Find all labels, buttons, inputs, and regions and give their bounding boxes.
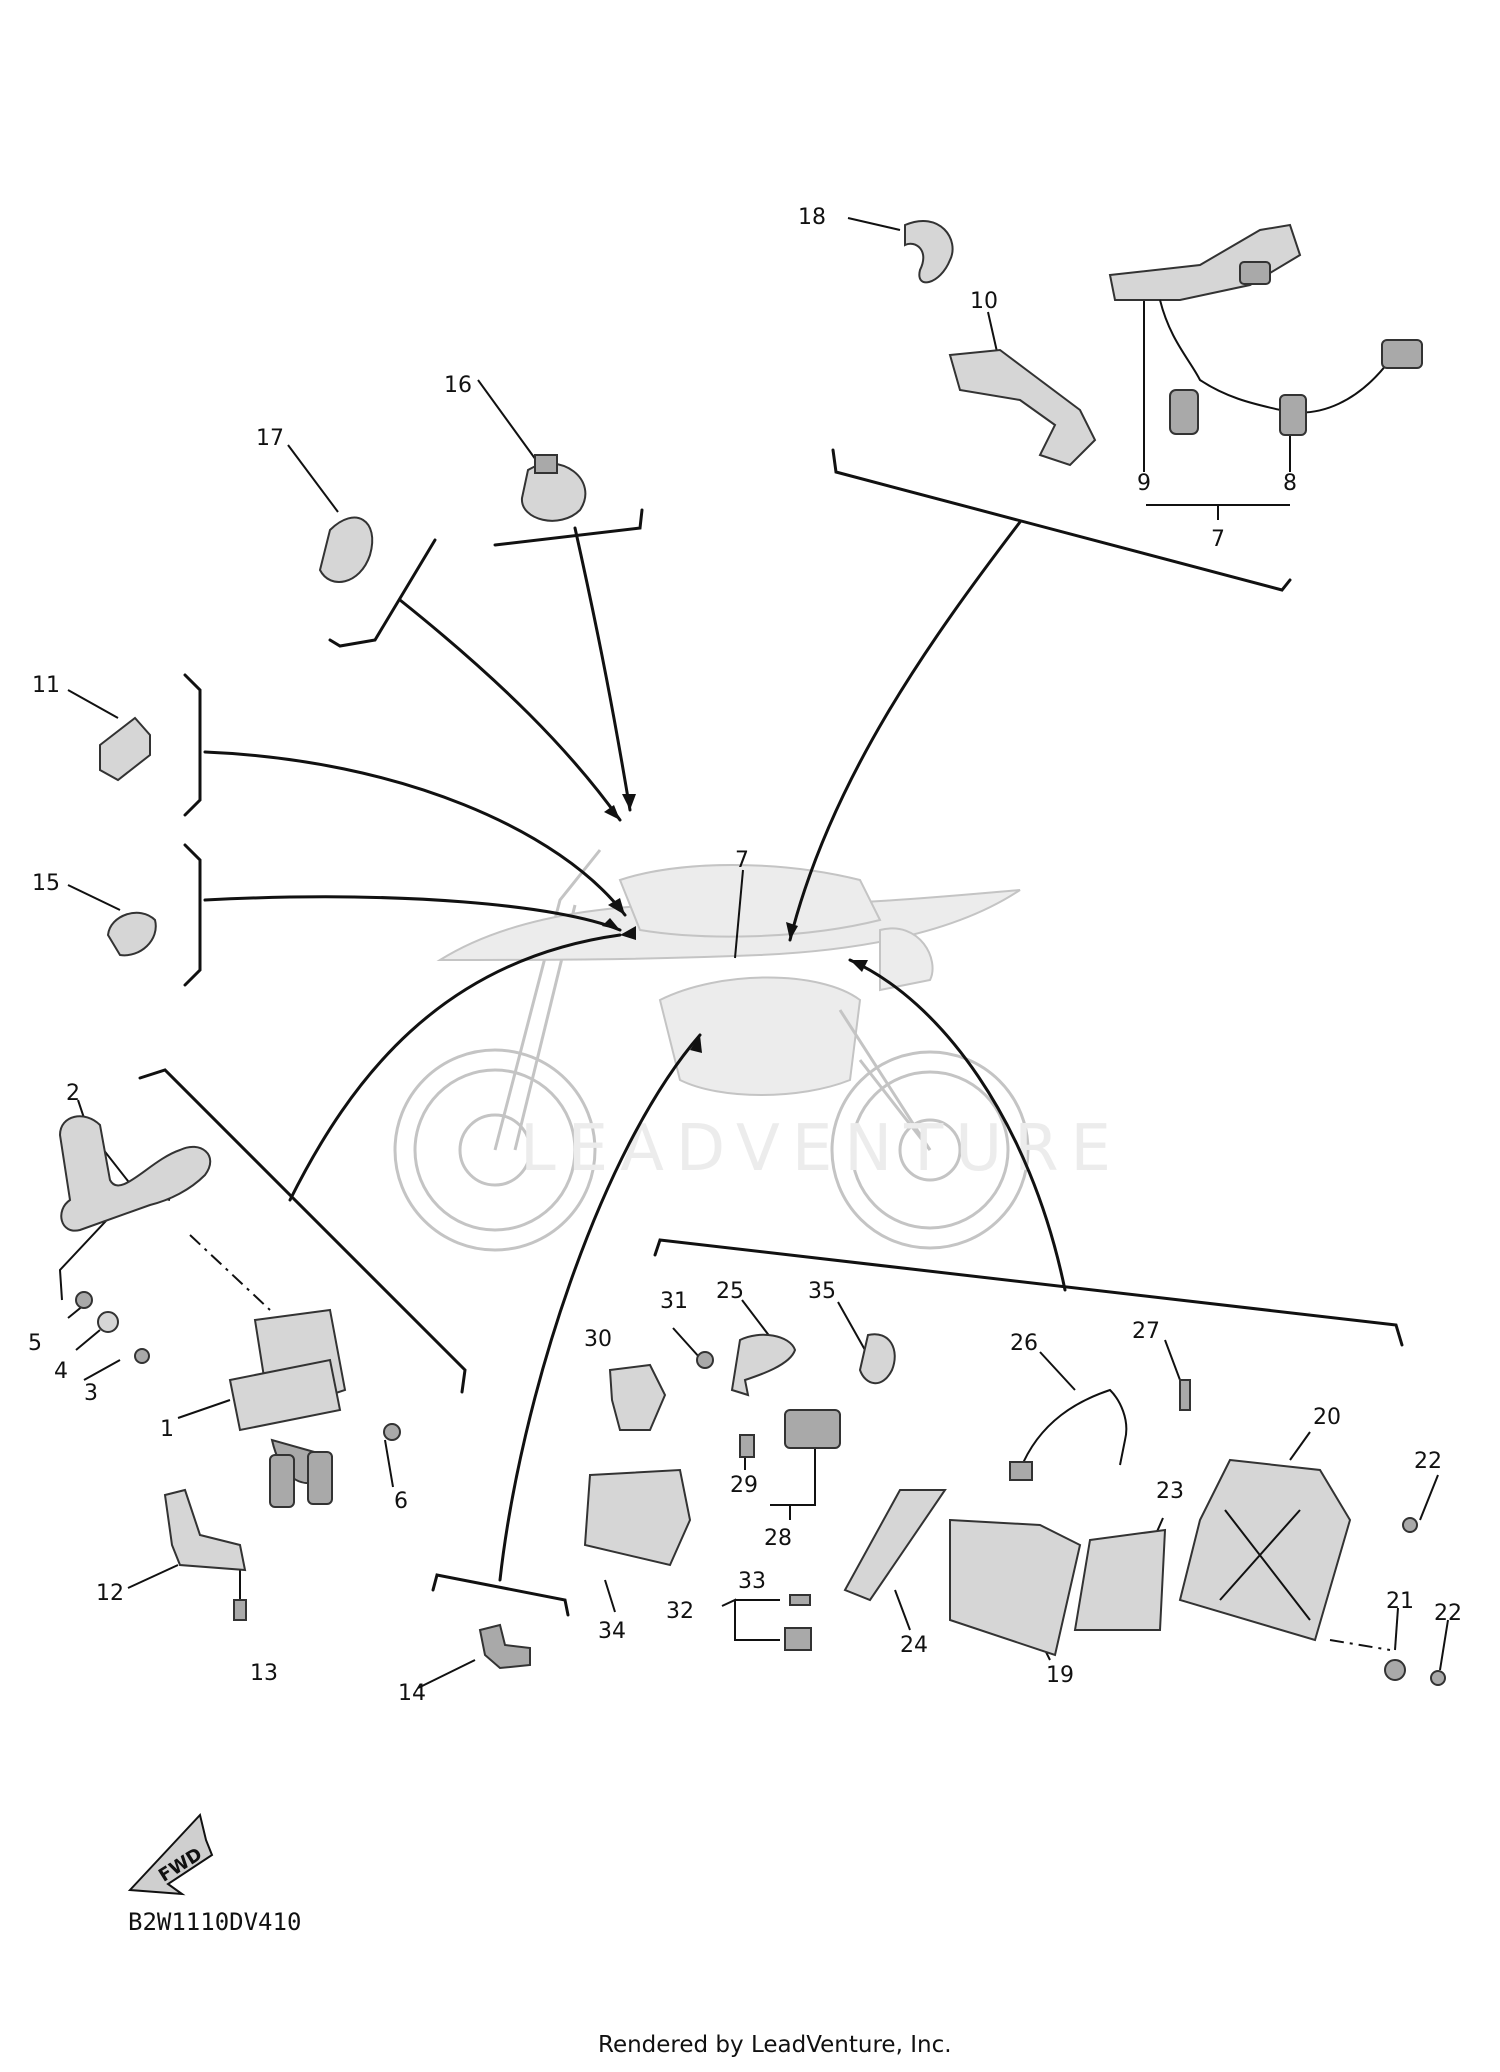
callout-30: 30 — [584, 1327, 612, 1352]
part-27-bolt — [1179, 1379, 1191, 1411]
part-12-bracket — [163, 1488, 247, 1572]
part-3-bolt — [134, 1348, 150, 1364]
callout-22-lower: 22 — [1434, 1601, 1462, 1626]
callout-11: 11 — [32, 673, 60, 698]
callout-2: 2 — [66, 1081, 80, 1106]
part-30-cover — [608, 1363, 667, 1431]
group-brackets — [138, 448, 1404, 1617]
callout-16: 16 — [444, 373, 472, 398]
part-31-clip — [696, 1351, 714, 1369]
callout-23: 23 — [1156, 1479, 1184, 1504]
callout-18: 18 — [798, 205, 826, 230]
callout-33: 33 — [738, 1569, 766, 1594]
callout-7-bike: 7 — [735, 848, 749, 873]
callout-numbers: 18 10 16 17 9 8 7 11 15 7 2 5 4 3 1 6 12… — [28, 205, 1462, 1706]
callout-3: 3 — [84, 1381, 98, 1406]
part-19-battery — [949, 1518, 1082, 1657]
callout-35: 35 — [808, 1279, 836, 1304]
part-5-nut — [75, 1291, 93, 1309]
callout-31: 31 — [660, 1289, 688, 1314]
part-18-clamp — [904, 219, 954, 284]
callout-10: 10 — [970, 289, 998, 314]
callout-24: 24 — [900, 1633, 928, 1658]
callout-25: 25 — [716, 1279, 744, 1304]
callout-19: 19 — [1046, 1663, 1074, 1688]
part-26-lead — [1009, 1388, 1128, 1481]
callout-14: 14 — [398, 1681, 426, 1706]
callout-9: 9 — [1137, 471, 1151, 496]
arrow-heads — [602, 794, 868, 1053]
part-1-rectifier-regulator — [228, 1308, 347, 1508]
part-4-washer — [97, 1311, 119, 1333]
callout-12: 12 — [96, 1581, 124, 1606]
motorcycle-illustration: LEADVENTURE — [393, 849, 1123, 1252]
watermark-text: LEADVENTURE — [520, 1112, 1123, 1186]
part-29-fuse — [739, 1434, 755, 1458]
part-34-box — [583, 1468, 692, 1567]
part-21-collar — [1384, 1659, 1406, 1681]
callout-4: 4 — [54, 1359, 68, 1384]
part-35-band — [858, 1333, 896, 1385]
part-32-fuse-holder — [784, 1627, 812, 1651]
callout-20: 20 — [1313, 1405, 1341, 1430]
part-25-lead — [730, 1333, 797, 1397]
callout-6: 6 — [394, 1489, 408, 1514]
part-33-fuse — [789, 1594, 811, 1606]
callout-29: 29 — [730, 1473, 758, 1498]
part-23-pad — [1073, 1528, 1167, 1631]
part-22-bolt-lower — [1430, 1670, 1446, 1686]
part-20-battery-box — [1178, 1458, 1352, 1642]
part-10-lead — [948, 348, 1097, 467]
callout-28: 28 — [764, 1526, 792, 1551]
callout-15: 15 — [32, 871, 60, 896]
callout-26: 26 — [1010, 1331, 1038, 1356]
part-7-wire-harness — [1108, 223, 1423, 436]
callout-32: 32 — [666, 1599, 694, 1624]
callout-21: 21 — [1386, 1589, 1414, 1614]
part-14-switch — [478, 1623, 531, 1670]
callout-17: 17 — [256, 426, 284, 451]
callout-13: 13 — [250, 1661, 278, 1686]
part-15-sensor — [106, 911, 157, 957]
part-22-bolt-upper — [1402, 1517, 1418, 1533]
footer-credit: Rendered by LeadVenture, Inc. — [598, 2032, 952, 2058]
part-13-bolt — [233, 1599, 247, 1621]
fwd-arrow-icon: FWD — [127, 1812, 214, 1896]
leader-lines — [203, 520, 1067, 1582]
part-16-band — [520, 454, 587, 522]
part-2-bracket — [58, 1115, 212, 1232]
part-17-band — [318, 516, 374, 583]
callout-22-upper: 22 — [1414, 1449, 1442, 1474]
callout-1: 1 — [160, 1417, 174, 1442]
callout-8: 8 — [1283, 471, 1297, 496]
part-6-bolt — [383, 1423, 401, 1441]
part-11-coupler — [99, 716, 151, 782]
part-24-damper — [843, 1489, 947, 1602]
diagram-code: B2W1110DV410 — [128, 1908, 301, 1936]
part-28-relay — [784, 1409, 841, 1449]
callout-27: 27 — [1132, 1319, 1160, 1344]
callout-7-group: 7 — [1211, 527, 1225, 552]
callout-34: 34 — [598, 1619, 626, 1644]
callout-5: 5 — [28, 1331, 42, 1356]
